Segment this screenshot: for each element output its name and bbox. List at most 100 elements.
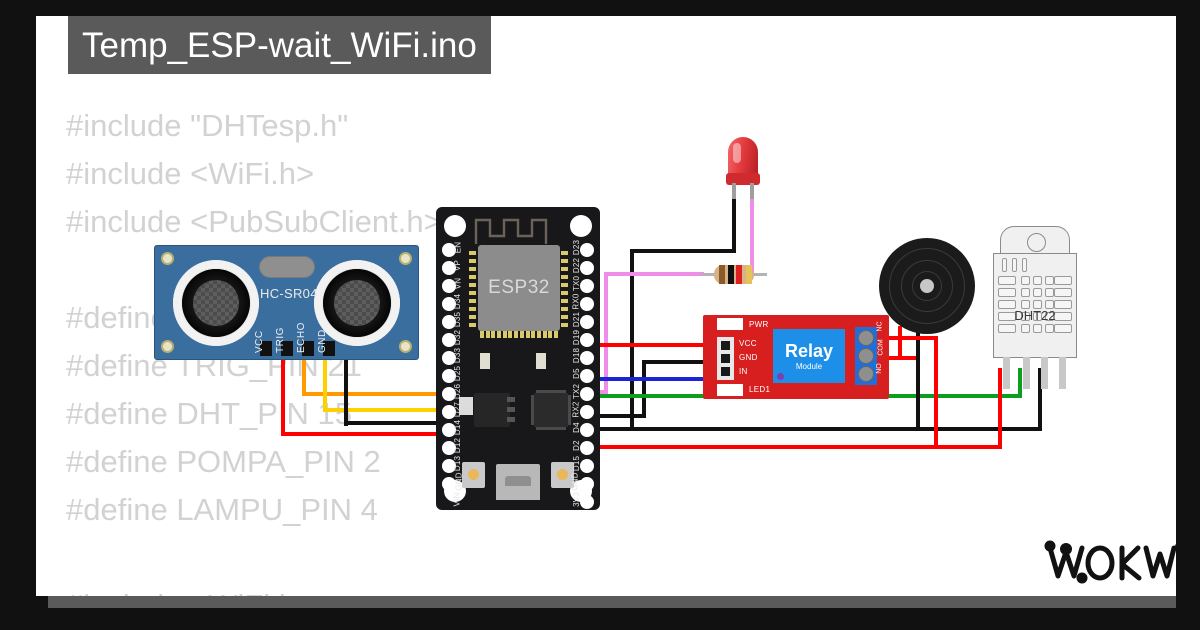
esp32-smd-component-1 — [480, 353, 490, 369]
hcsr04-pin-gnd[interactable] — [323, 341, 335, 356]
dht22-grille-r3 — [1054, 300, 1072, 309]
esp32-left-label-d32: D32 — [453, 329, 463, 346]
wire-vcc-bus-red — [592, 445, 1002, 449]
resistor-band-3 — [736, 265, 742, 284]
wire-led-cathode-black-v — [732, 191, 736, 253]
red-led[interactable] — [725, 137, 761, 199]
resistor-lead-right — [753, 273, 767, 276]
dht22-grille-l5 — [998, 324, 1016, 333]
esp32-devkit-board[interactable]: ESP32 — [436, 207, 600, 510]
dht22-sensor[interactable]: DHT22 — [993, 226, 1077, 389]
esp32-left-label-d27: D27 — [453, 401, 463, 418]
esp32-left-pin-d27[interactable] — [442, 405, 456, 419]
wire-hcsr04-echo-yellow — [323, 360, 327, 412]
dht22-hole-c51 — [1021, 324, 1030, 333]
buzzer-ring-mid — [901, 260, 953, 312]
relay-terminal-label-no: NO — [875, 363, 883, 374]
esp32-left-pin-d32[interactable] — [442, 333, 456, 347]
dht22-leg-2 — [1023, 357, 1030, 389]
hcsr04-screw-tl — [161, 252, 174, 265]
wire-relay-com-red-h — [876, 356, 916, 360]
esp32-right-pin-tx2[interactable] — [580, 387, 594, 401]
dht22-hole-c21 — [1021, 288, 1030, 297]
relay-terminal-screw-nc[interactable] — [858, 330, 874, 346]
esp32-right-pin-d18[interactable] — [580, 351, 594, 365]
esp32-left-label-vin: VIN — [452, 492, 462, 507]
esp32-right-pin-gnd[interactable] — [580, 477, 594, 491]
esp32-right-pin-d19[interactable] — [580, 333, 594, 347]
esp32-pads-bottom — [480, 331, 558, 338]
esp32-right-pin-d22[interactable] — [580, 261, 594, 275]
esp32-usb-connector[interactable] — [496, 464, 540, 500]
relay-input-header[interactable] — [717, 337, 734, 380]
esp32-left-label-d26: D26 — [453, 383, 463, 400]
hcsr04-ultrasonic-sensor[interactable]: HC-SR04 VCC TRIG ECHO GND — [154, 245, 419, 360]
esp32-left-pin-d12[interactable] — [442, 441, 456, 455]
esp32-right-label-d18: D18 — [571, 347, 581, 364]
dht22-vent-a2 — [1012, 258, 1017, 272]
esp32-right-pin-rx0[interactable] — [580, 297, 594, 311]
esp32-right-pin-d23[interactable] — [580, 243, 594, 257]
esp32-left-pin-d35[interactable] — [442, 315, 456, 329]
esp32-right-pin-d5[interactable] — [580, 369, 594, 383]
relay-terminal-screw-no[interactable] — [858, 366, 874, 382]
esp32-left-pin-vp[interactable] — [442, 261, 456, 275]
hcsr04-pin-label-gnd: GND — [317, 329, 328, 353]
relay-module[interactable]: PWR VCC GND IN Relay Module LED1 — [703, 315, 889, 399]
resistor-band-4 — [746, 265, 752, 284]
dht22-hole-c22 — [1033, 288, 1042, 297]
wire-buzzer-vcc-red-v — [898, 326, 902, 360]
wire-hcsr04-gnd-black-h — [344, 421, 454, 425]
relay-screw-terminal-block[interactable] — [855, 327, 877, 385]
wire-relay-vcc-red-h — [592, 343, 704, 347]
esp32-left-pin-d26[interactable] — [442, 387, 456, 401]
hcsr04-pin-label-echo: ECHO — [296, 322, 307, 353]
esp32-enable-button[interactable] — [551, 462, 574, 488]
dht22-hole-c43 — [1045, 312, 1054, 321]
esp32-left-label-en: EN — [453, 241, 463, 254]
esp32-boot-button[interactable] — [462, 462, 485, 488]
esp32-right-pin-tx0[interactable] — [580, 279, 594, 293]
esp32-right-pin-d21[interactable] — [580, 315, 594, 329]
dht22-body — [993, 253, 1077, 358]
hcsr04-pin-vcc[interactable] — [260, 341, 272, 356]
relay-led1-label: LED1 — [749, 385, 771, 394]
esp32-right-pin-rx2[interactable] — [580, 405, 594, 419]
dht22-grille-r2 — [1054, 288, 1072, 297]
esp32-left-pin-gnd[interactable] — [442, 477, 456, 491]
piezo-buzzer[interactable] — [879, 238, 975, 334]
buzzer-ring-outer — [889, 248, 965, 324]
esp32-right-pin-d15[interactable] — [580, 459, 594, 473]
resistor[interactable] — [701, 265, 767, 284]
esp32-left-pin-d33[interactable] — [442, 351, 456, 365]
esp32-left-label-d13: D13 — [453, 455, 463, 472]
esp32-rf-shield: ESP32 — [478, 245, 560, 331]
hcsr04-pin-echo[interactable] — [302, 341, 314, 356]
esp32-left-pin-vn[interactable] — [442, 279, 456, 293]
dht22-leg-1 — [1003, 357, 1010, 389]
esp32-left-label-d35: D35 — [453, 311, 463, 328]
esp32-left-label-d12: D12 — [453, 437, 463, 454]
esp32-right-pin-3v3[interactable] — [580, 495, 594, 509]
esp32-left-pin-d14[interactable] — [442, 423, 456, 437]
hcsr04-pin-trig[interactable] — [281, 341, 293, 356]
esp32-right-pin-d2[interactable] — [580, 441, 594, 455]
esp32-left-pin-d25[interactable] — [442, 369, 456, 383]
dht22-grille-l4 — [998, 312, 1016, 321]
esp32-right-label-gnd: GND — [570, 472, 580, 491]
esp32-mount-hole-tr — [570, 215, 592, 237]
esp32-left-pin-d13[interactable] — [442, 459, 456, 473]
esp32-chip-label: ESP32 — [488, 277, 550, 298]
diagram-canvas[interactable]: #include "DHTesp.h" #include <WiFi.h> #i… — [36, 16, 1176, 596]
resistor-band-1 — [719, 265, 725, 284]
esp32-right-label-d19: D19 — [571, 329, 581, 346]
esp32-left-pin-d34[interactable] — [442, 297, 456, 311]
esp32-right-pin-d4[interactable] — [580, 423, 594, 437]
esp32-pcb-antenna-icon — [474, 218, 548, 244]
esp32-left-label-vp: VP — [453, 259, 463, 272]
hcsr04-receiver — [314, 260, 400, 346]
relay-terminal-screw-com[interactable] — [858, 348, 874, 364]
esp32-left-pin-en[interactable] — [442, 243, 456, 257]
wire-hcsr04-vcc-red — [281, 360, 285, 436]
dht22-leg-3 — [1041, 357, 1048, 389]
